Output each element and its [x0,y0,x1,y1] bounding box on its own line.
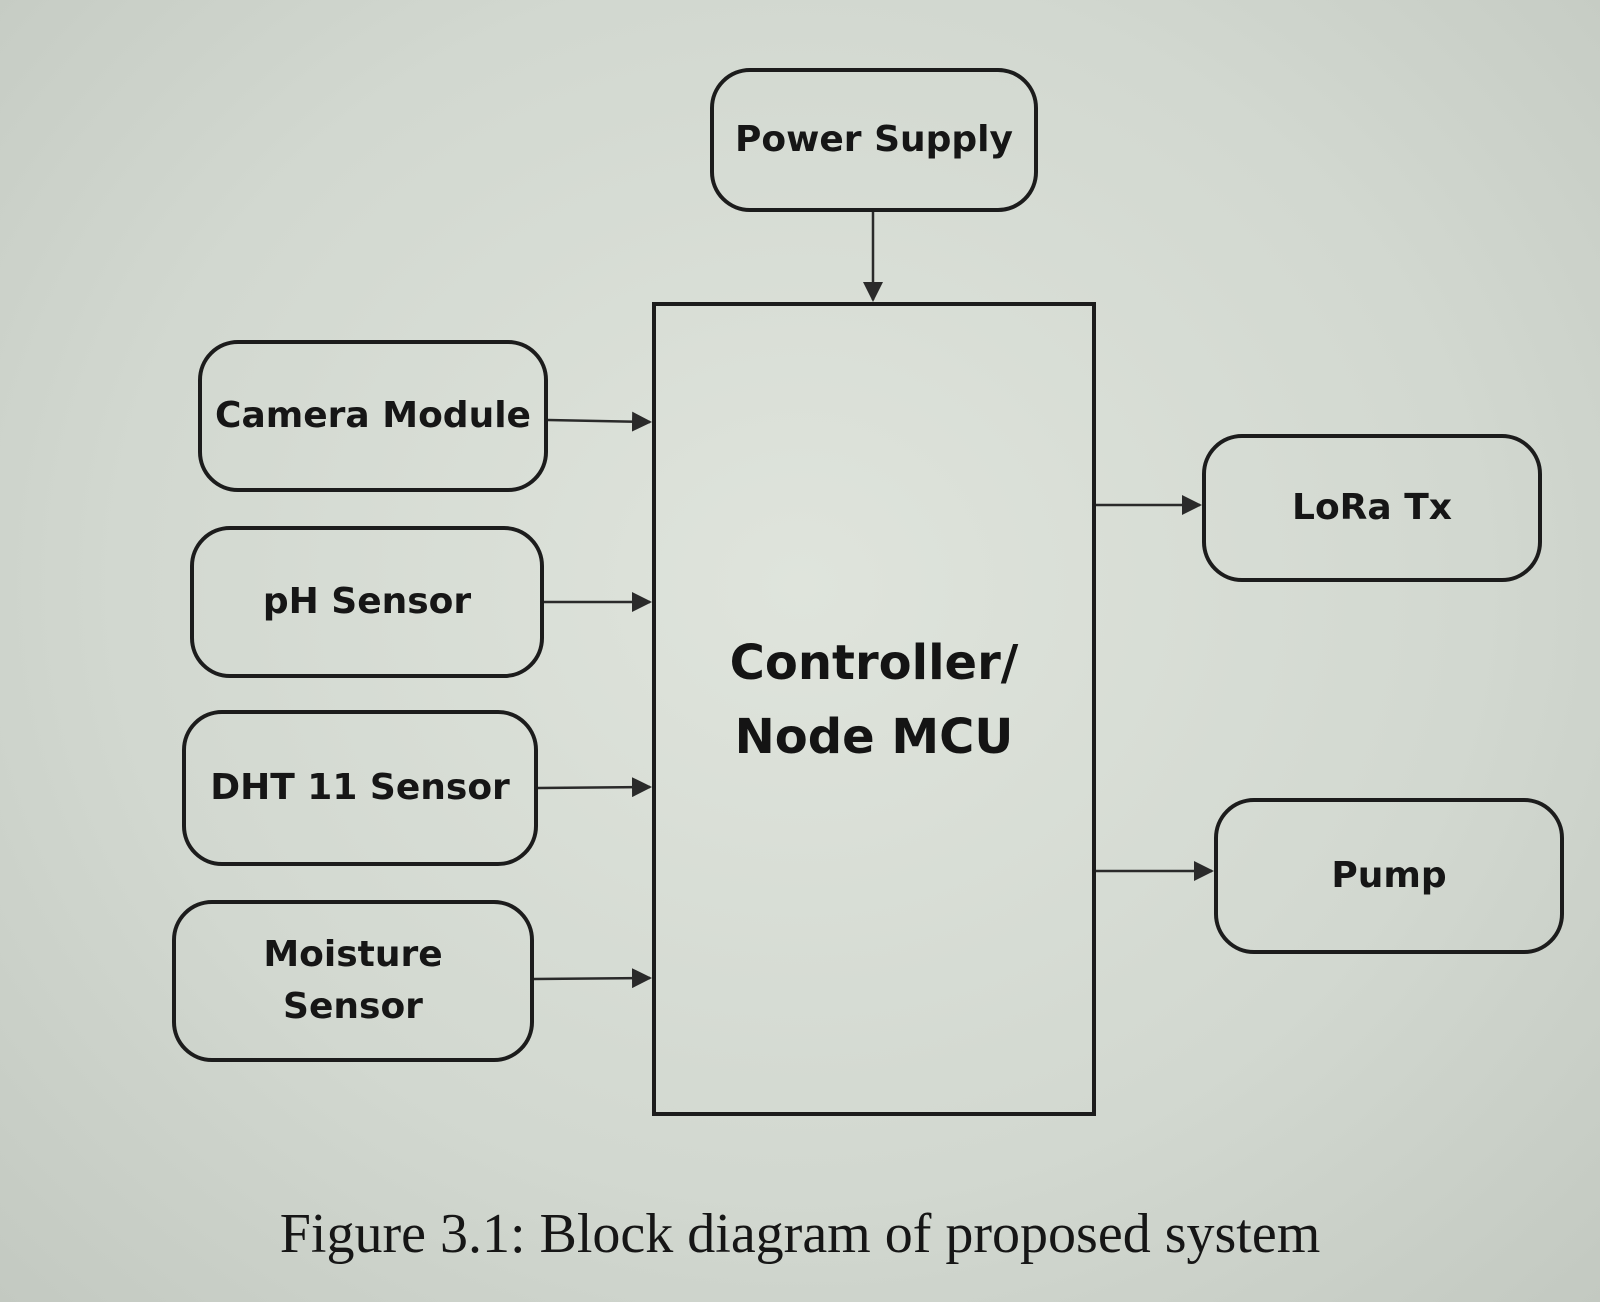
controller-node-mcu-block: Controller/ Node MCU [652,302,1096,1116]
moisture-sensor-label: Moisture Sensor [263,933,443,1027]
figure-caption: Figure 3.1: Block diagram of proposed sy… [279,1203,1321,1265]
ph-sensor-block: pH Sensor [190,526,544,678]
pump-label: Pump [1331,854,1447,896]
pump-block: Pump [1214,798,1564,954]
camera-module-block: Camera Module [198,340,548,492]
dht11-sensor-block: DHT 11 Sensor [182,710,538,866]
power-supply-label: Power Supply [735,118,1013,160]
power-supply-block: Power Supply [710,68,1038,212]
moisture-sensor-block: Moisture Sensor [172,900,534,1062]
lora-tx-label: LoRa Tx [1292,486,1452,528]
ph-sensor-label: pH Sensor [262,580,472,622]
dht11-sensor-label: DHT 11 Sensor [210,766,510,808]
lora-tx-block: LoRa Tx [1202,434,1542,582]
arrow-dht11-to-controller [537,777,652,798]
controller-label: Controller/ Node MCU [729,635,1019,765]
arrow-moisture-to-controller [533,968,652,989]
arrow-camera-to-controller [547,411,652,432]
camera-module-label: Camera Module [215,394,531,436]
